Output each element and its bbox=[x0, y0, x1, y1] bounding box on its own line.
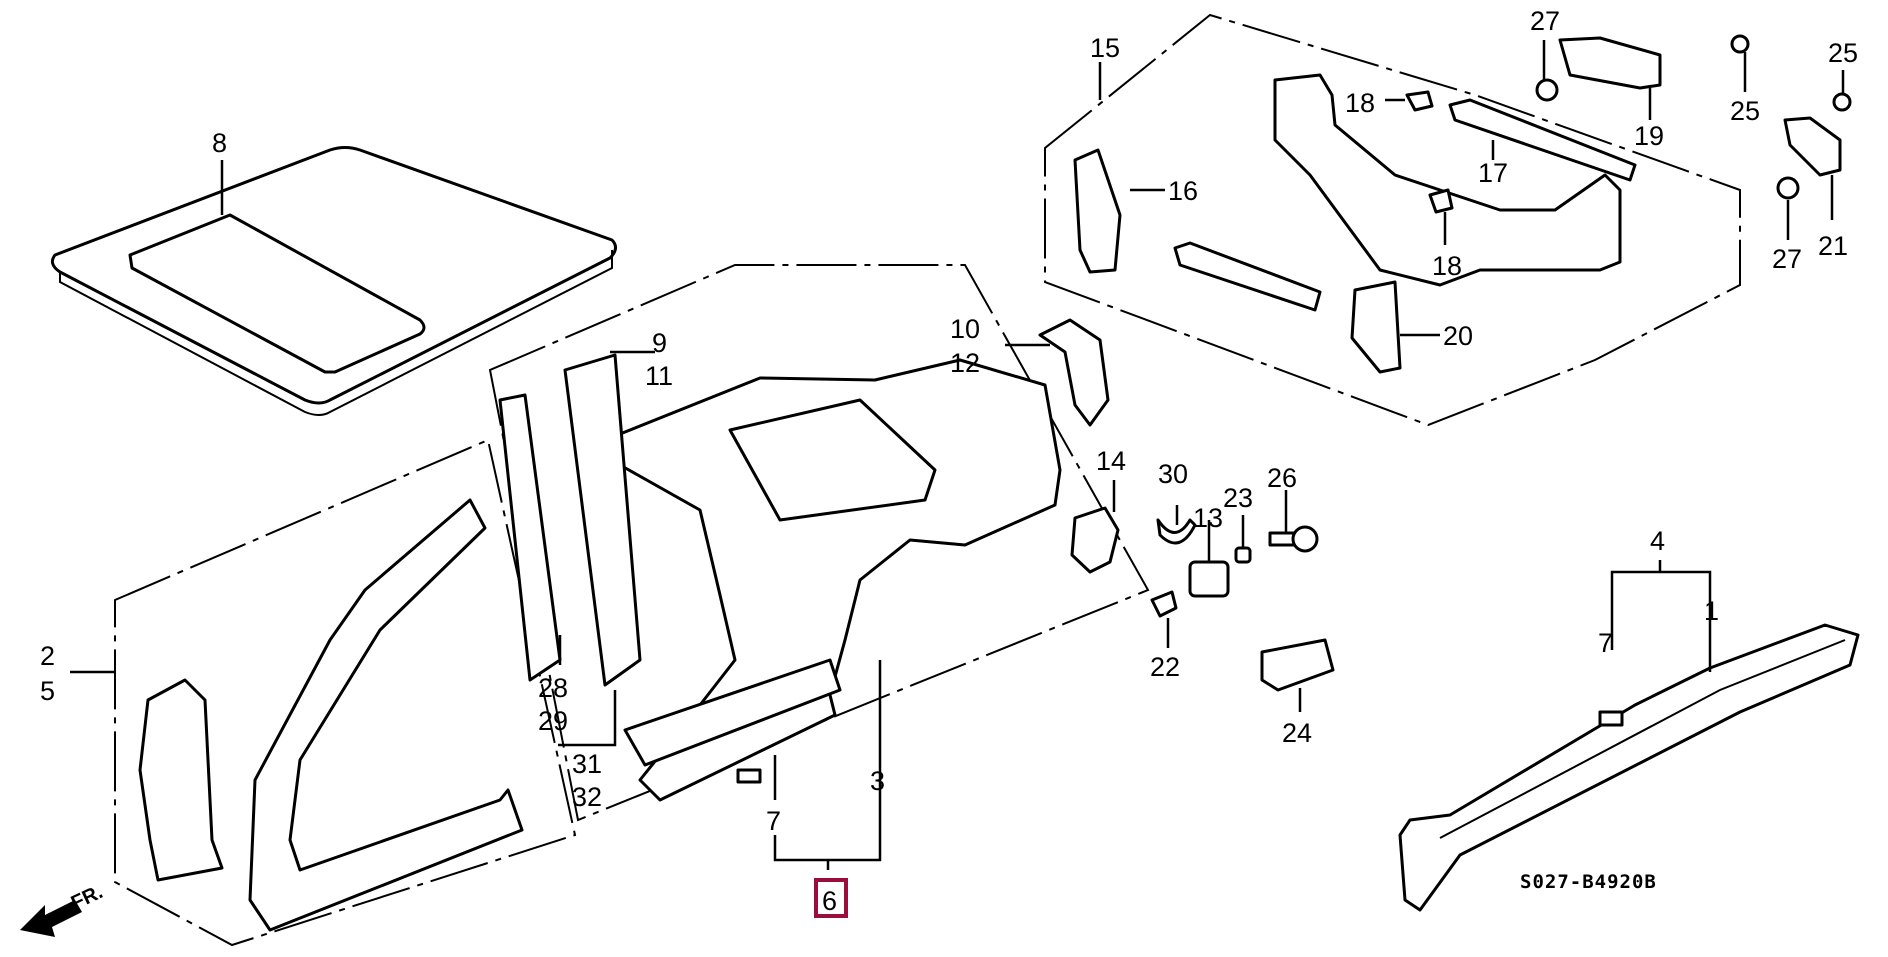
label-19[interactable]: 19 bbox=[1634, 121, 1664, 151]
part-rear-panel[interactable] bbox=[1073, 73, 1637, 374]
part-19-bracket[interactable] bbox=[1558, 36, 1662, 90]
part-10-12-bracket[interactable] bbox=[1038, 318, 1110, 427]
part-7-clip-b[interactable] bbox=[1598, 710, 1624, 727]
label-21[interactable]: 21 bbox=[1818, 231, 1848, 261]
label-29[interactable]: 29 bbox=[538, 706, 568, 736]
part-front-pillar[interactable] bbox=[138, 498, 524, 932]
label-13[interactable]: 13 bbox=[1193, 503, 1223, 533]
label-28[interactable]: 28 bbox=[538, 673, 568, 703]
part-7-clip-a[interactable] bbox=[736, 768, 762, 784]
label-4[interactable]: 4 bbox=[1650, 526, 1665, 556]
part-18-clip-b[interactable] bbox=[1428, 188, 1454, 214]
label-27b[interactable]: 27 bbox=[1772, 244, 1802, 274]
part-roof-panel[interactable] bbox=[50, 146, 617, 416]
part-27-nut-b[interactable] bbox=[1776, 176, 1800, 200]
part-25-bolt-a[interactable] bbox=[1730, 34, 1750, 54]
label-7b[interactable]: 7 bbox=[1598, 628, 1613, 658]
arrow-left-icon bbox=[20, 900, 82, 937]
part-rear-quarter-panel[interactable] bbox=[498, 353, 1062, 802]
part-14-plate[interactable] bbox=[1070, 506, 1120, 574]
label-23[interactable]: 23 bbox=[1223, 483, 1253, 513]
front-direction-indicator: FR. bbox=[20, 881, 106, 937]
label-25b[interactable]: 25 bbox=[1828, 38, 1858, 68]
part-30-clip[interactable] bbox=[1156, 518, 1197, 545]
highlighted-label-box[interactable] bbox=[814, 878, 848, 918]
part-13-cap[interactable] bbox=[1188, 560, 1230, 598]
part-21-bracket[interactable] bbox=[1783, 116, 1842, 177]
label-26[interactable]: 26 bbox=[1267, 463, 1297, 493]
label-25a[interactable]: 25 bbox=[1730, 96, 1760, 126]
drawing-code: S027-B4920B bbox=[1520, 871, 1657, 893]
label-3[interactable]: 3 bbox=[870, 766, 885, 796]
label-9[interactable]: 9 bbox=[652, 328, 667, 358]
label-16[interactable]: 16 bbox=[1168, 176, 1198, 206]
label-1[interactable]: 1 bbox=[1704, 596, 1719, 626]
label-15[interactable]: 15 bbox=[1090, 33, 1120, 63]
group-outline-2-5 bbox=[114, 438, 577, 947]
group-outline-15 bbox=[1044, 13, 1741, 427]
label-6[interactable]: 6 bbox=[822, 886, 837, 916]
part-24-housing[interactable] bbox=[1260, 638, 1335, 692]
part-22-clip[interactable] bbox=[1150, 590, 1178, 618]
part-27-nut-a[interactable] bbox=[1535, 78, 1559, 102]
leader-lines bbox=[70, 40, 1845, 870]
label-5[interactable]: 5 bbox=[40, 676, 55, 706]
label-18b[interactable]: 18 bbox=[1432, 251, 1462, 281]
part-18-clip-a[interactable] bbox=[1405, 90, 1434, 112]
label-27a[interactable]: 27 bbox=[1530, 6, 1560, 36]
label-12[interactable]: 12 bbox=[950, 348, 980, 378]
label-17[interactable]: 17 bbox=[1478, 158, 1508, 188]
label-32[interactable]: 32 bbox=[572, 782, 602, 812]
part-23-nut[interactable] bbox=[1234, 546, 1252, 564]
part-26-bolt[interactable] bbox=[1268, 525, 1319, 553]
label-2[interactable]: 2 bbox=[40, 641, 55, 671]
label-22[interactable]: 22 bbox=[1150, 652, 1180, 682]
label-7a[interactable]: 7 bbox=[766, 806, 781, 836]
label-20[interactable]: 20 bbox=[1443, 321, 1473, 351]
label-18a[interactable]: 18 bbox=[1345, 88, 1375, 118]
label-24[interactable]: 24 bbox=[1282, 718, 1312, 748]
part-side-sill[interactable] bbox=[1398, 623, 1860, 912]
label-8[interactable]: 8 bbox=[212, 128, 227, 158]
part-25-bolt-b[interactable] bbox=[1832, 92, 1852, 112]
label-10[interactable]: 10 bbox=[950, 314, 980, 344]
label-30[interactable]: 30 bbox=[1158, 459, 1188, 489]
label-31[interactable]: 31 bbox=[572, 749, 602, 779]
callout-labels: 8 2 5 9 11 10 12 14 30 13 23 26 22 24 28… bbox=[40, 6, 1858, 918]
label-14[interactable]: 14 bbox=[1096, 446, 1126, 476]
label-11[interactable]: 11 bbox=[645, 361, 673, 391]
